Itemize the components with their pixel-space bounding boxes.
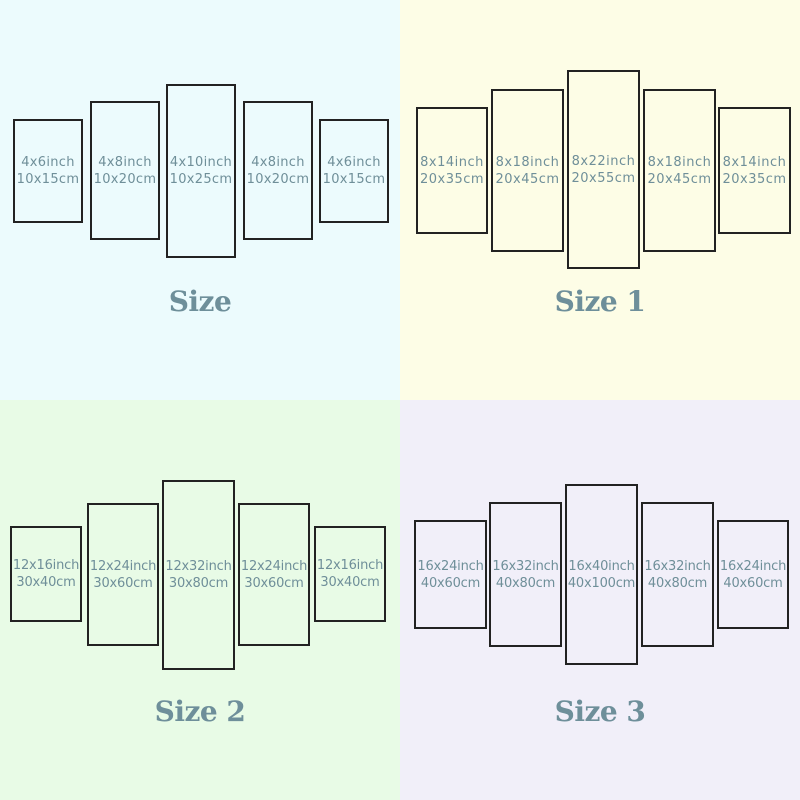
panel-inch: 8x18inch xyxy=(647,154,712,170)
panel-cm: 10x20cm xyxy=(246,171,310,187)
panel-3: 4x10inch 10x25cm xyxy=(166,84,236,258)
panel-3: 16x40inch 40x100cm xyxy=(565,484,638,665)
panel-cm: 40x80cm xyxy=(495,575,556,591)
panel-inch: 16x40inch xyxy=(568,558,635,574)
panel-4: 12x24inch 30x60cm xyxy=(238,503,310,646)
size-title: Size xyxy=(168,285,232,318)
panel-cm: 30x60cm xyxy=(244,575,304,591)
panel-2: 16x32inch 40x80cm xyxy=(489,502,562,647)
panel-2: 4x8inch 10x20cm xyxy=(90,101,160,240)
size-1-title: Size 1 xyxy=(554,285,646,318)
panel-5: 12x16inch 30x40cm xyxy=(314,526,386,622)
panel-cm: 20x45cm xyxy=(647,171,712,187)
panel-5: 8x14inch 20x35cm xyxy=(718,107,791,234)
panel-4: 8x18inch 20x45cm xyxy=(643,89,716,252)
panel-inch: 16x32inch xyxy=(644,558,711,574)
quadrant-size-3: 16x24inch 40x60cm 16x32inch 40x80cm 16x4… xyxy=(400,400,800,800)
panel-3: 8x22inch 20x55cm xyxy=(567,70,640,269)
panel-inch: 4x8inch xyxy=(98,154,152,170)
quadrant-size-2: 12x16inch 30x40cm 12x24inch 30x60cm 12x3… xyxy=(0,400,400,800)
quadrant-size-1: 8x14inch 20x35cm 8x18inch 20x45cm 8x22in… xyxy=(400,0,800,400)
panel-cm: 20x35cm xyxy=(419,171,485,187)
panel-1: 8x14inch 20x35cm xyxy=(416,107,488,234)
panel-1: 4x6inch 10x15cm xyxy=(13,119,83,223)
panel-1: 12x16inch 30x40cm xyxy=(10,526,82,622)
panel-inch: 8x18inch xyxy=(495,154,560,170)
panel-inch: 16x24inch xyxy=(719,558,787,574)
panel-cm: 10x25cm xyxy=(169,172,233,187)
panel-cm: 40x100cm xyxy=(567,575,636,591)
panel-4: 16x32inch 40x80cm xyxy=(641,502,714,647)
panel-cm: 40x60cm xyxy=(723,575,783,591)
panel-inch: 8x14inch xyxy=(722,154,787,170)
panel-4: 4x8inch 10x20cm xyxy=(243,101,313,240)
panel-cm: 10x15cm xyxy=(16,172,80,187)
panel-2: 12x24inch 30x60cm xyxy=(87,503,159,646)
panel-inch: 8x14inch xyxy=(420,154,484,170)
panel-cm: 40x80cm xyxy=(647,575,708,591)
size-3-title: Size 3 xyxy=(554,695,646,728)
panel-inch: 4x10inch xyxy=(169,155,233,170)
quadrant-size: 4x6inch 10x15cm 4x8inch 10x20cm 4x10inch… xyxy=(0,0,400,400)
panel-5: 16x24inch 40x60cm xyxy=(717,520,789,629)
panel-inch: 16x24inch xyxy=(417,558,484,574)
panel-cm: 30x60cm xyxy=(93,575,153,591)
panel-inch: 12x32inch xyxy=(165,559,232,574)
panel-inch: 4x8inch xyxy=(251,154,305,170)
panel-inch: 12x16inch xyxy=(316,558,384,573)
panel-3: 12x32inch 30x80cm xyxy=(162,480,235,670)
panel-2: 8x18inch 20x45cm xyxy=(491,89,564,252)
panel-inch: 16x32inch xyxy=(492,558,559,574)
panel-inch: 12x24inch xyxy=(240,558,308,574)
panel-5: 4x6inch 10x15cm xyxy=(319,119,389,223)
panel-cm: 40x60cm xyxy=(420,575,481,591)
panel-cm: 20x55cm xyxy=(571,170,636,186)
panel-cm: 20x45cm xyxy=(495,171,560,187)
panel-cm: 20x35cm xyxy=(722,171,787,187)
panel-inch: 12x16inch xyxy=(12,558,80,573)
panel-1: 16x24inch 40x60cm xyxy=(414,520,487,629)
panel-cm: 30x40cm xyxy=(16,575,76,590)
panel-inch: 4x6inch xyxy=(21,155,75,170)
panel-cm: 30x40cm xyxy=(320,575,380,590)
panel-inch: 12x24inch xyxy=(89,558,157,574)
panel-cm: 10x15cm xyxy=(322,172,386,187)
panel-cm: 30x80cm xyxy=(168,576,229,591)
size-2-title: Size 2 xyxy=(154,695,246,728)
panel-inch: 4x6inch xyxy=(327,155,381,170)
panel-inch: 8x22inch xyxy=(571,153,636,169)
panel-cm: 10x20cm xyxy=(93,171,157,187)
